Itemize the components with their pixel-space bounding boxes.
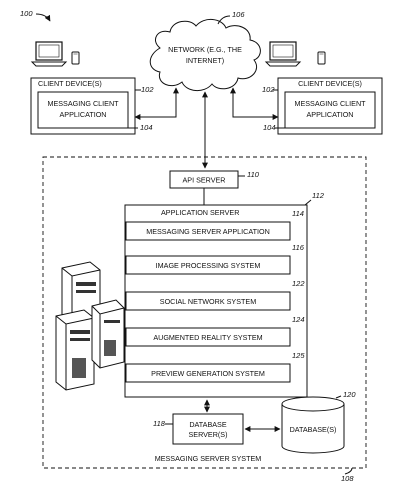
component-label: IMAGE PROCESSING SYSTEM <box>156 261 261 270</box>
database-server <box>172 413 244 445</box>
figure-number: 100 <box>20 9 33 18</box>
database-server-line2: SERVER(S) <box>188 430 227 439</box>
messaging-client-app-left-line2: APPLICATION <box>60 110 107 119</box>
network-ref: 106 <box>232 10 245 19</box>
phone-icon <box>71 51 80 65</box>
network-label-line2: INTERNET) <box>186 56 224 65</box>
component-label: PREVIEW GENERATION SYSTEM <box>151 369 265 378</box>
component-ref: 124 <box>292 315 305 324</box>
client-device-right-title: CLIENT DEVICE(S) <box>298 79 362 88</box>
database-cylinder: DATABASE(S) <box>281 396 345 454</box>
messaging-client-app-right <box>284 91 376 129</box>
phone-icon <box>317 51 326 65</box>
messaging-server-system-label: MESSAGING SERVER SYSTEM <box>155 454 262 463</box>
client-device-left: CLIENT DEVICE(S) MESSAGING CLIENT APPLIC… <box>30 41 154 135</box>
server-rack-icon <box>55 261 125 391</box>
database-server-ref: 118 <box>153 419 166 428</box>
client-device-left-title: CLIENT DEVICE(S) <box>38 79 102 88</box>
arrow-right-client-network <box>230 87 279 120</box>
messaging-server-system-boundary <box>42 156 367 469</box>
database-server-line1: DATABASE <box>189 420 226 429</box>
arrow-left-client-network <box>134 87 179 120</box>
client-left-app-ref: 104 <box>140 123 153 132</box>
figure-number-leader <box>35 13 51 22</box>
component-box <box>125 327 291 347</box>
application-server-title: APPLICATION SERVER <box>161 208 239 217</box>
component-ref: 116 <box>292 243 305 252</box>
component-box <box>125 255 291 275</box>
application-server-ref-leader <box>304 199 312 206</box>
database-label: DATABASE(S) <box>290 425 337 434</box>
network-ref-leader <box>217 15 231 25</box>
network-cloud: NETWORK (E.G., THE INTERNET) <box>149 19 261 91</box>
component-ref: 114 <box>292 209 304 218</box>
laptop-icon <box>264 41 302 67</box>
component-box <box>125 363 291 383</box>
messaging-client-app-left-line1: MESSAGING CLIENT <box>47 99 119 108</box>
component-augmented-reality: AUGMENTED REALITY SYSTEM 124 <box>125 315 305 347</box>
messaging-client-app-left <box>37 91 129 129</box>
network-label-line1: NETWORK (E.G., THE <box>168 45 242 54</box>
laptop-icon <box>30 41 68 67</box>
component-social-network: SOCIAL NETWORK SYSTEM 122 <box>125 279 305 311</box>
database-ref-leader <box>335 395 342 399</box>
application-server-ref: 112 <box>312 191 325 200</box>
component-label: SOCIAL NETWORK SYSTEM <box>160 297 256 306</box>
component-label: AUGMENTED REALITY SYSTEM <box>153 333 262 342</box>
component-ref: 125 <box>292 351 305 360</box>
messaging-client-app-right-line1: MESSAGING CLIENT <box>294 99 366 108</box>
component-box <box>125 291 291 311</box>
client-left-device-ref: 102 <box>141 85 154 94</box>
component-image-processing: IMAGE PROCESSING SYSTEM 116 <box>125 243 305 275</box>
messaging-client-app-right-line2: APPLICATION <box>307 110 354 119</box>
messaging-server-system-ref-leader <box>344 467 353 475</box>
client-right-app-ref: 104 <box>263 123 276 132</box>
messaging-server-system-ref: 108 <box>341 474 354 483</box>
component-preview-generation: PREVIEW GENERATION SYSTEM 125 <box>125 351 305 383</box>
api-server-ref: 110 <box>247 170 260 179</box>
component-messaging-server-app: MESSAGING SERVER APPLICATION 114 <box>125 209 304 241</box>
component-ref: 122 <box>292 279 305 288</box>
client-device-right: CLIENT DEVICE(S) MESSAGING CLIENT APPLIC… <box>262 41 383 135</box>
component-label: MESSAGING SERVER APPLICATION <box>146 227 270 236</box>
component-box <box>125 221 291 241</box>
database-ref: 120 <box>343 390 356 399</box>
api-server-label: API SERVER <box>182 176 225 185</box>
